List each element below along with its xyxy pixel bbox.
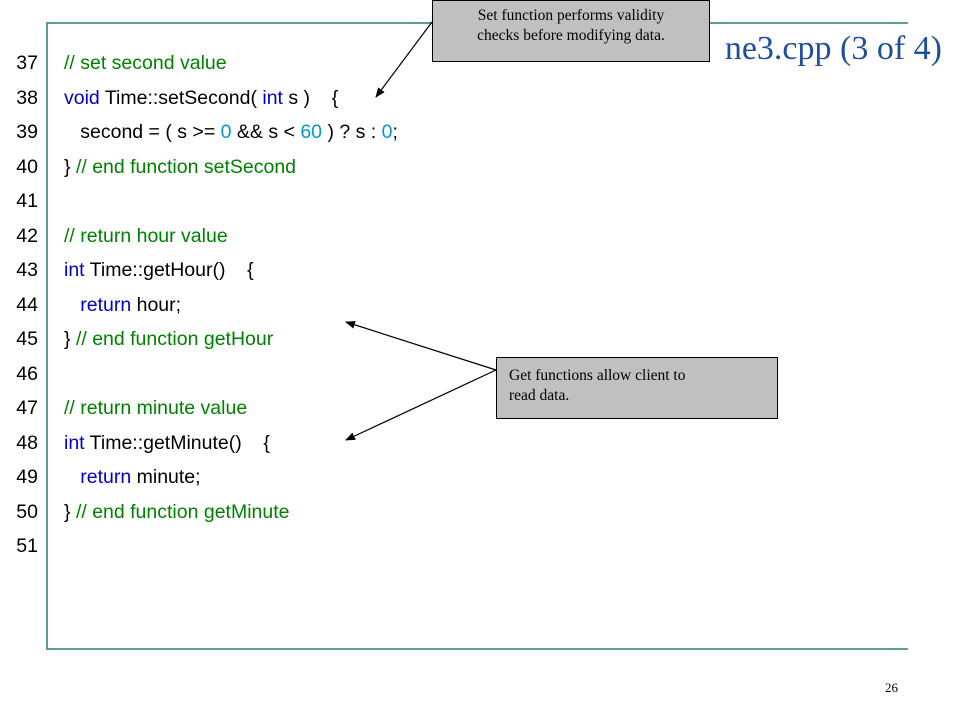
keyword-token: int [64,431,85,454]
comment-token: // set second value [64,52,227,74]
line-number: 37 [16,52,38,74]
page-number: 26 [885,680,898,695]
code-token: } [64,155,76,178]
line-number: 45 [16,328,38,350]
number-token: 60 [300,121,323,143]
line-number: 50 [16,500,38,523]
keyword-token: int [262,86,283,109]
code-token: s ) { [282,86,339,109]
callout-text: Get functions allow client to [509,367,686,384]
code-token: } [64,328,76,350]
left-rule [46,22,48,650]
code-text: void Time::setSecond( int s ) { [64,81,338,115]
line-number: 42 [16,224,38,247]
line-number: 39 [16,121,38,143]
callout-text: checks before modifying data. [477,27,665,44]
line-number: 51 [16,535,38,557]
code-text: // set second value [64,46,227,80]
code-text: // return hour value [64,219,228,253]
comment-token: // end function getHour [75,328,274,350]
code-token: Time::getHour() { [84,259,254,281]
code-text: } // end function getHour [64,322,273,356]
code-token: Time::getMinute() { [84,431,270,454]
code-token: && s < [231,121,301,143]
bottom-rule [46,648,908,650]
keyword-token: void [64,86,100,109]
number-token: 0 [220,121,232,143]
keyword-token: return [64,293,132,316]
code-text: return minute; [64,460,201,494]
code-token: hour; [131,293,182,316]
code-token: ) ? s : [322,121,382,143]
code-text: return hour; [64,288,181,322]
line-number: 40 [16,155,38,178]
comment-token: // end function getMinute [75,500,290,523]
get-functions-callout: Get functions allow client to read data. [496,357,778,419]
code-text: } // end function setSecond [64,150,296,184]
code-token: ; [392,121,398,143]
code-token: } [64,500,76,523]
comment-token: // end function setSecond [75,155,297,178]
line-number: 46 [16,362,38,385]
line-number: 44 [16,293,38,316]
code-token: second = ( s >= [64,121,221,143]
comment-token: // return hour value [64,224,228,247]
line-number: 41 [16,190,38,212]
line-number: 38 [16,86,38,109]
keyword-token: return [64,466,132,488]
code-text: } // end function getMinute [64,495,290,529]
line-number: 47 [16,397,38,419]
set-function-callout: Set function performs validity checks be… [432,0,710,62]
line-number: 48 [16,431,38,454]
arrow-to-gethour [345,320,497,371]
code-token: minute; [131,466,201,488]
code-text: int Time::getMinute() { [64,426,270,460]
slide-title: ne3.cpp (3 of 4) [724,30,942,67]
line-number: 43 [16,259,38,281]
callout-text: read data. [509,387,570,404]
code-text: int Time::getHour() { [64,253,254,287]
number-token: 0 [381,121,393,143]
comment-token: // return minute value [64,397,248,419]
arrow-to-getminute [345,369,497,441]
code-text: second = ( s >= 0 && s < 60 ) ? s : 0; [64,115,398,149]
code-text: // return minute value [64,391,247,425]
arrow-to-setsecond [375,21,433,98]
callout-text: Set function performs validity [477,7,665,24]
keyword-token: int [64,259,85,281]
line-number: 49 [16,466,38,488]
code-token: Time::setSecond( [99,86,263,109]
